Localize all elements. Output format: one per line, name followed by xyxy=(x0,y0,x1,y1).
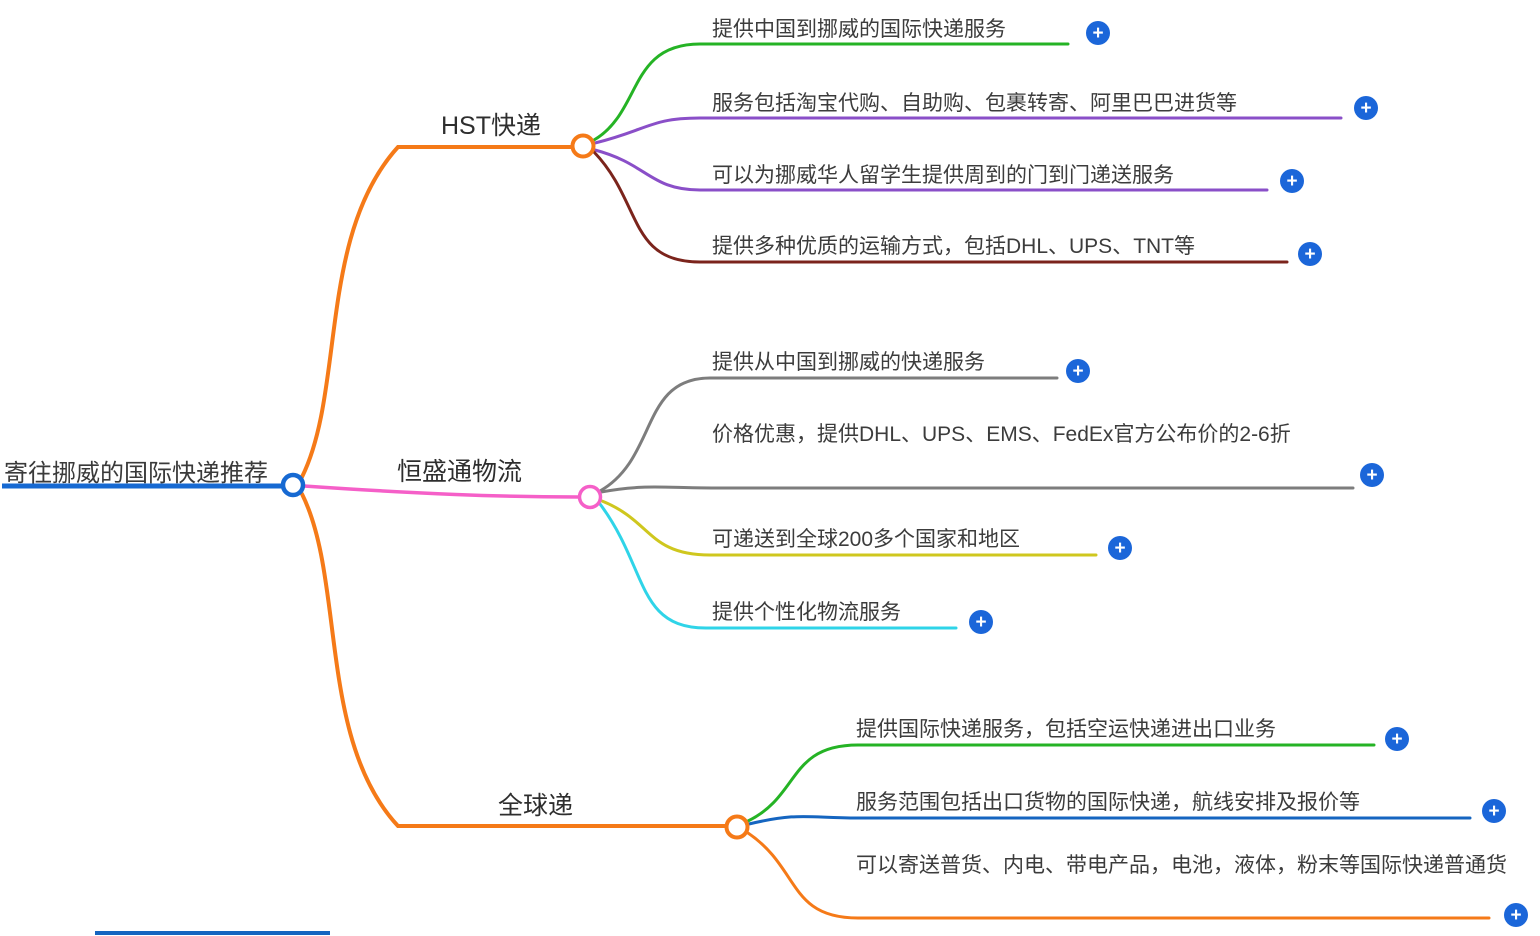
plus-icon: + xyxy=(975,611,987,633)
add-child-button[interactable]: + xyxy=(1354,96,1378,120)
add-child-button[interactable]: + xyxy=(1504,903,1528,927)
plus-icon: + xyxy=(1366,464,1378,486)
leaf-curve xyxy=(598,376,1059,493)
add-child-button[interactable]: + xyxy=(969,610,993,634)
leaf-node-label[interactable]: 可以寄送普货、内电、带电产品，电池，液体，粉末等国际快递普通货 xyxy=(856,854,1507,877)
add-child-button[interactable]: + xyxy=(1482,799,1506,823)
branch-node-dot-hengshengtong[interactable] xyxy=(577,484,603,510)
branch-node-dot-quanqiudi[interactable] xyxy=(724,814,750,840)
leaf-curve xyxy=(600,499,1098,557)
plus-icon: + xyxy=(1488,800,1500,822)
leaf-curve xyxy=(746,831,1491,920)
plus-icon: + xyxy=(1391,728,1403,750)
leaf-node-label[interactable]: 可以为挪威华人留学生提供周到的门到门递送服务 xyxy=(712,164,1174,187)
leaf-curve xyxy=(746,743,1376,823)
leaf-node-label[interactable]: 提供个性化物流服务 xyxy=(712,601,901,624)
leaf-node-label[interactable]: 服务包括淘宝代购、自助购、包裹转寄、阿里巴巴进货等 xyxy=(712,92,1237,115)
branch-label-quanqiudi[interactable]: 全球递 xyxy=(498,792,574,820)
branch-curve-hengshengtong xyxy=(302,484,581,499)
branch-curve-hst xyxy=(300,145,574,479)
leaf-node-label[interactable]: 可递送到全球200多个国家和地区 xyxy=(712,528,1021,551)
add-child-button[interactable]: + xyxy=(1280,169,1304,193)
add-child-button[interactable]: + xyxy=(1066,359,1090,383)
branch-node-dot-hst[interactable] xyxy=(570,133,596,159)
leaf-curve xyxy=(593,148,1269,192)
leaf-curve xyxy=(592,150,1289,264)
plus-icon: + xyxy=(1114,537,1126,559)
leaf-node-label[interactable]: 价格优惠，提供DHL、UPS、EMS、FedEx官方公布价的2-6折 xyxy=(712,423,1291,446)
leaf-curve xyxy=(747,815,1472,826)
root-node-label[interactable]: 寄往挪威的国际快递推荐 xyxy=(4,460,268,487)
plus-icon: + xyxy=(1286,170,1298,192)
branch-label-hst[interactable]: HST快递 xyxy=(441,112,542,140)
leaf-curve xyxy=(593,116,1343,145)
leaf-node-label[interactable]: 提供多种优质的运输方式，包括DHL、UPS、TNT等 xyxy=(712,235,1196,258)
plus-icon: + xyxy=(1092,22,1104,44)
add-child-button[interactable]: + xyxy=(1086,21,1110,45)
leaf-curve xyxy=(599,485,1355,494)
branch-curve-quanqiudi xyxy=(300,492,728,828)
leaf-curve xyxy=(592,42,1070,142)
leaf-node-label[interactable]: 提供国际快递服务，包括空运快递进出口业务 xyxy=(856,718,1276,741)
plus-icon: + xyxy=(1304,243,1316,265)
plus-icon: + xyxy=(1510,904,1522,926)
leaf-node-label[interactable]: 服务范围包括出口货物的国际快递，航线安排及报价等 xyxy=(856,791,1360,814)
leaf-curve xyxy=(598,502,958,630)
add-child-button[interactable]: + xyxy=(1360,463,1384,487)
plus-icon: + xyxy=(1072,360,1084,382)
plus-icon: + xyxy=(1360,97,1372,119)
add-child-button[interactable]: + xyxy=(1385,727,1409,751)
add-child-button[interactable]: + xyxy=(1298,242,1322,266)
branch-label-hengshengtong[interactable]: 恒盛通物流 xyxy=(397,458,523,486)
root-node-dot[interactable] xyxy=(280,472,306,498)
add-child-button[interactable]: + xyxy=(1108,536,1132,560)
leaf-node-label[interactable]: 提供中国到挪威的国际快递服务 xyxy=(712,18,1006,41)
leaf-node-label[interactable]: 提供从中国到挪威的快递服务 xyxy=(712,351,985,374)
